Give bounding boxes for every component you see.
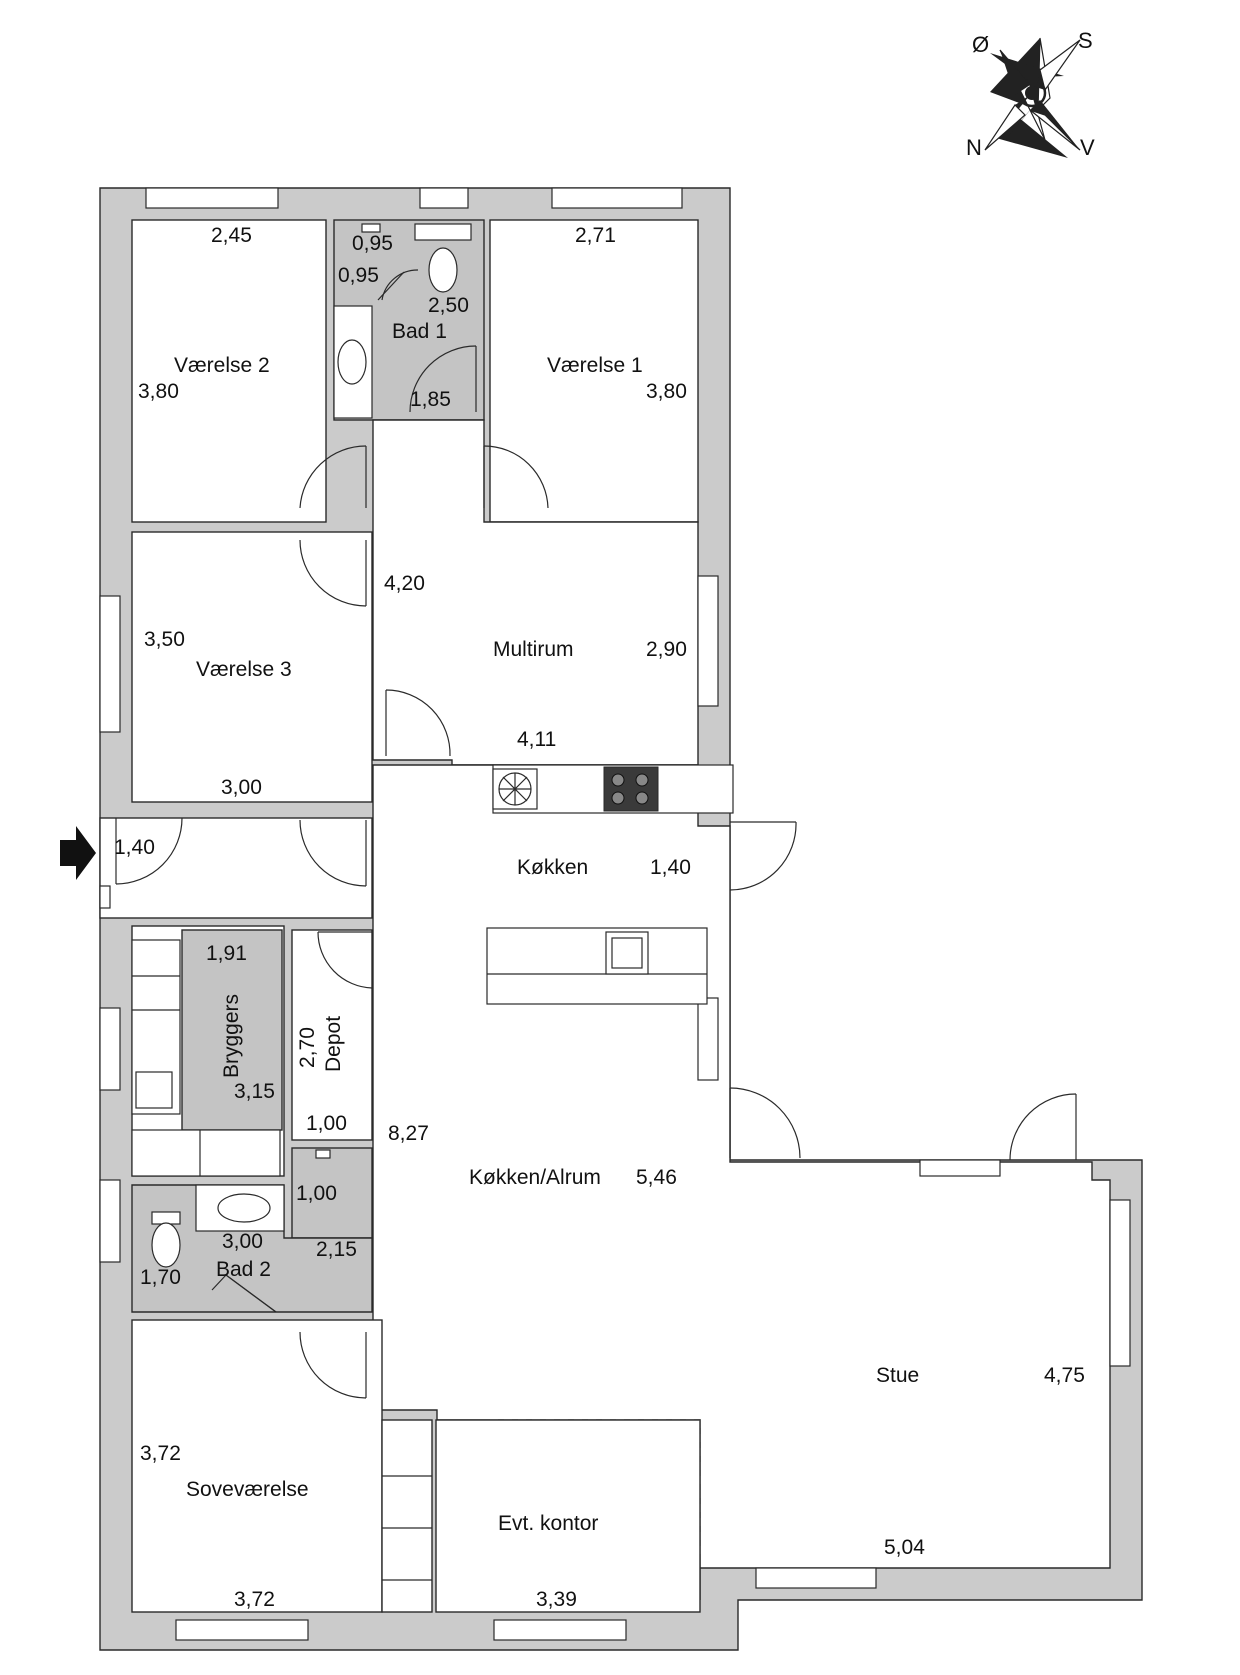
- alrum-width: 5,46: [636, 1166, 677, 1189]
- gang-dim: 4,20: [384, 572, 425, 595]
- window: [419, 187, 469, 209]
- compass-rose-icon: [984, 37, 1081, 158]
- stue-width: 5,04: [884, 1536, 925, 1559]
- compass-north-label: N: [966, 135, 982, 160]
- bad2-name: Bad 2: [216, 1258, 271, 1281]
- bad2-dim-c: 1,70: [140, 1266, 181, 1289]
- room-vaerelse-1: [489, 219, 699, 523]
- alrum-length: 8,27: [388, 1122, 429, 1145]
- bryggers-floor: [181, 929, 283, 1131]
- bad2-dim-b: 2,15: [316, 1238, 357, 1261]
- room-kontor: [435, 1419, 701, 1613]
- toilet-icon: [151, 1222, 181, 1268]
- vaerelse2-width: 2,45: [211, 224, 252, 247]
- shelf: [131, 1129, 281, 1177]
- compass-west-label: V: [1080, 135, 1095, 160]
- sove-width: 3,72: [234, 1588, 275, 1611]
- room-entre: [99, 817, 373, 919]
- sove-length: 3,72: [140, 1442, 181, 1465]
- vaerelse2-name: Værelse 2: [174, 354, 270, 377]
- vaerelse1-name: Værelse 1: [547, 354, 643, 377]
- multirum-length: 2,90: [646, 638, 687, 661]
- window: [175, 1619, 309, 1641]
- window: [1109, 1199, 1131, 1367]
- wardrobe: [381, 1419, 433, 1613]
- entrance-arrow-icon: [60, 826, 96, 880]
- depot-name: Depot: [322, 1016, 345, 1072]
- window: [99, 1007, 121, 1091]
- kitchen-island: [486, 927, 708, 1005]
- toilet-tank-icon: [151, 1211, 181, 1225]
- window: [99, 1179, 121, 1263]
- depot-dim-b: 1,00: [306, 1112, 347, 1135]
- stove-icon: [603, 766, 659, 812]
- stue-name: Stue: [876, 1364, 919, 1387]
- bad1-name: Bad 1: [392, 320, 447, 343]
- fixtures: [131, 223, 734, 1581]
- vaerelse1-width: 2,71: [575, 224, 616, 247]
- multirum-name: Multirum: [493, 638, 574, 661]
- koekken-dim: 1,40: [650, 856, 691, 879]
- bad1-dim-a: 0,95: [352, 232, 393, 255]
- doors: [115, 269, 1077, 1399]
- room-vaerelse-2: [131, 219, 327, 523]
- window: [99, 595, 121, 733]
- room-depot: [291, 929, 373, 1141]
- sink-icon: [337, 339, 367, 385]
- room-vaerelse-3: [131, 531, 373, 803]
- toilet-icon: [428, 247, 458, 293]
- window: [697, 575, 719, 707]
- stue-length: 4,75: [1044, 1364, 1085, 1387]
- koekken-name: Køkken: [517, 856, 588, 879]
- room-wc-small: [291, 1147, 373, 1239]
- depot-dim-a: 2,70: [296, 1027, 319, 1068]
- vaerelse1-length: 3,80: [646, 380, 687, 403]
- windows: [99, 187, 1131, 1641]
- room-interiors: [99, 219, 1111, 1613]
- room-sovevaerelse: [131, 1319, 383, 1613]
- window: [551, 187, 683, 209]
- window: [99, 885, 111, 909]
- multirum-width: 4,11: [517, 728, 556, 751]
- vaerelse3-width: 3,00: [221, 776, 262, 799]
- compass-south-label: S: [1078, 28, 1093, 53]
- window: [145, 187, 279, 209]
- entre-dim: 1,40: [114, 836, 155, 859]
- bryggers-dim-a: 1,91: [206, 942, 247, 965]
- kontor-name: Evt. kontor: [498, 1512, 598, 1535]
- bryggers-sink-icon: [135, 1071, 173, 1109]
- bad2-dim-a: 3,00: [222, 1230, 263, 1253]
- window: [493, 1619, 627, 1641]
- window: [697, 997, 719, 1081]
- vaerelse3-name: Værelse 3: [196, 658, 292, 681]
- kontor-width: 3,39: [536, 1588, 577, 1611]
- vaerelse3-length: 3,50: [144, 628, 185, 651]
- bryggers-name: Bryggers: [220, 994, 243, 1078]
- compass-east-label: Ø: [972, 32, 989, 57]
- bad1-dim-d: 1,85: [410, 388, 451, 411]
- alrum-name: Køkken/Alrum: [469, 1166, 601, 1189]
- bryggers-dim-b: 3,15: [234, 1080, 275, 1103]
- bad1-dim-b: 0,95: [338, 264, 379, 287]
- wc-small-dim: 1,00: [296, 1182, 337, 1205]
- window: [919, 1159, 1001, 1177]
- sove-name: Soveværelse: [186, 1478, 309, 1501]
- room-labels: 2,45 Værelse 2 3,80 0,95 0,95 2,50 Bad 1…: [114, 224, 1085, 1611]
- bad1-dim-c: 2,50: [428, 294, 469, 317]
- sink-icon: [217, 1193, 271, 1223]
- toilet-tank-icon: [414, 223, 472, 241]
- window: [755, 1567, 877, 1589]
- vaerelse2-length: 3,80: [138, 380, 179, 403]
